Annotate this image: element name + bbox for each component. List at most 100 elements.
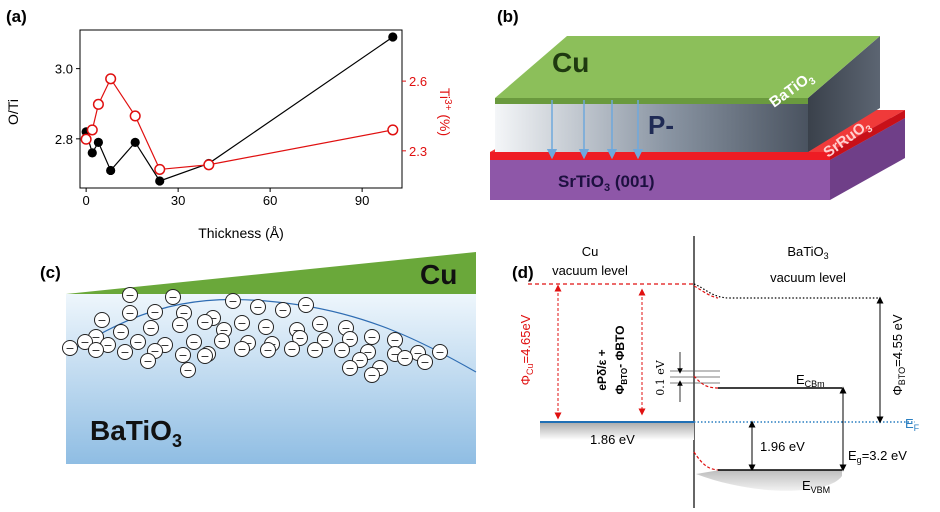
negative-charge-symbol: −: [125, 289, 134, 302]
bto-vacuum-level: [693, 283, 880, 299]
phi-cu-sub: Cu: [525, 363, 535, 375]
negative-charge-symbol: −: [355, 354, 364, 367]
negative-charge-icon: [147, 304, 163, 320]
negative-charge-icon: [250, 299, 266, 315]
y-right-label-base: Ti: [437, 88, 453, 99]
negative-charge-symbol: −: [367, 369, 376, 382]
data-point-right: [129, 110, 141, 122]
negative-charge-symbol: −: [243, 337, 252, 350]
negative-charge-icon: [417, 354, 433, 370]
negative-charge-icon: [197, 348, 213, 364]
negative-charge-icon: [197, 314, 213, 330]
bto-label-c-sub: 3: [172, 431, 182, 451]
x-tick-label: 0: [83, 193, 90, 208]
panel-b-label: (b): [497, 7, 519, 26]
dipole-label-line2: ΦBTO- ΦBTO: [613, 326, 629, 395]
negative-charge-icon: [165, 289, 181, 305]
negative-charge-symbol: −: [287, 343, 296, 356]
negative-charge-symbol: −: [146, 322, 155, 335]
negative-charge-icon: [214, 333, 230, 349]
negative-charge-icon: [94, 312, 110, 328]
negative-charge-symbol: −: [80, 336, 89, 349]
plot-series: [80, 32, 399, 186]
x-tick-label: 60: [263, 193, 277, 208]
negative-charge-symbol: −: [341, 322, 350, 335]
phi-bto-label: ΦBTO=4.55 eV: [890, 314, 907, 395]
sro-side: [830, 110, 905, 160]
negative-charge-icon: [143, 320, 159, 336]
cu-wedge: [66, 252, 476, 294]
negative-charge-symbol: −: [103, 339, 112, 352]
negative-charge-symbol: −: [263, 344, 272, 357]
negative-charge-symbol: −: [217, 335, 226, 348]
dipole-line2-a: Φ: [613, 384, 627, 394]
negative-charge-icon: [234, 341, 250, 357]
data-point-left: [388, 32, 398, 42]
negative-charge-symbol: −: [292, 324, 301, 337]
y-left-tick-label: 2.8: [55, 132, 73, 147]
negative-charge-icon: [364, 367, 380, 383]
panel-d: (d) Cu vacuum level BaTiO3 vacuum level …: [512, 236, 920, 508]
negative-charge-symbol: −: [200, 350, 209, 363]
negative-charge-symbol: −: [91, 331, 100, 344]
phi-cu-label: ΦCu=4.65eV: [518, 314, 535, 385]
negative-charge-icon: [175, 347, 191, 363]
bto-vacuum-label: vacuum level: [770, 270, 846, 285]
negative-charge-symbol: −: [91, 344, 100, 357]
bto-header: BaTiO3: [787, 244, 828, 261]
e-cbm-main: E: [796, 372, 805, 387]
negative-charge-symbol: −: [390, 334, 399, 347]
e-cbm-label: ECBm: [796, 372, 825, 389]
negative-charge-symbol: −: [320, 334, 329, 347]
e-cbm-sub: CBm: [805, 379, 825, 389]
eg-label: Eg=3.2 eV: [848, 448, 907, 465]
negative-charge-symbol: −: [400, 352, 409, 365]
negative-charge-symbol: −: [125, 307, 134, 320]
negative-charge-icon: [364, 329, 380, 345]
x-tick-label: 30: [171, 193, 185, 208]
data-point-left: [155, 176, 165, 186]
negative-charge-icon: [258, 319, 274, 335]
negative-charge-icon: [298, 297, 314, 313]
negative-charge-symbol: −: [175, 319, 184, 332]
negative-charge-symbol: −: [179, 307, 188, 320]
negative-charge-icon: [312, 316, 328, 332]
negative-charge-symbol: −: [200, 316, 209, 329]
negative-charge-symbol: −: [228, 295, 237, 308]
cu-vacuum-label: vacuum level: [552, 263, 628, 278]
negative-charge-icon: [122, 305, 138, 321]
negative-charge-icon: [292, 330, 308, 346]
data-point-right: [92, 98, 104, 110]
y-right-tick-label: 2.6: [409, 74, 427, 89]
bto-header-text: BaTiO: [787, 244, 823, 259]
negative-charge-symbol: −: [183, 364, 192, 377]
y-right-label-unit: (%): [437, 110, 453, 136]
negative-charge-symbol: −: [390, 348, 399, 361]
panel-b: (b) Cu P- BaTiO3 SrRuO3 SrTiO3 (001): [490, 7, 905, 200]
negative-charge-symbol: −: [295, 332, 304, 345]
negative-charge-icon: [88, 342, 104, 358]
negative-charge-symbol: −: [278, 304, 287, 317]
negative-charge-icon: [180, 362, 196, 378]
dipole-line2-sub: BTO: [620, 368, 629, 385]
dipole-line2-b: - ΦBTO: [613, 326, 627, 368]
y-left-tick-label: 3.0: [55, 62, 73, 77]
sro-front: [490, 152, 830, 160]
gap-186-label: 1.86 eV: [590, 432, 635, 447]
panel-a-label: (a): [6, 7, 27, 26]
negative-charge-symbol: −: [363, 346, 372, 359]
sto-layer-label: SrTiO3 (001): [558, 172, 655, 194]
vacuum-bend-red: [693, 285, 719, 299]
bto-side: [808, 36, 880, 152]
sro-layer-label-sub: 3: [864, 123, 875, 135]
negative-charge-icon: [122, 287, 138, 303]
negative-charge-symbol: −: [150, 306, 159, 319]
negative-charge-icon: [307, 342, 323, 358]
data-point-right: [86, 124, 98, 136]
e-vbm-sub: VBM: [811, 485, 831, 495]
negative-charge-symbol: −: [345, 333, 354, 346]
negative-charge-icon: [260, 342, 276, 358]
negative-charge-symbol: −: [413, 347, 422, 360]
negative-charge-symbol: −: [375, 362, 384, 375]
sto-layer-label-sub: 3: [604, 182, 610, 194]
